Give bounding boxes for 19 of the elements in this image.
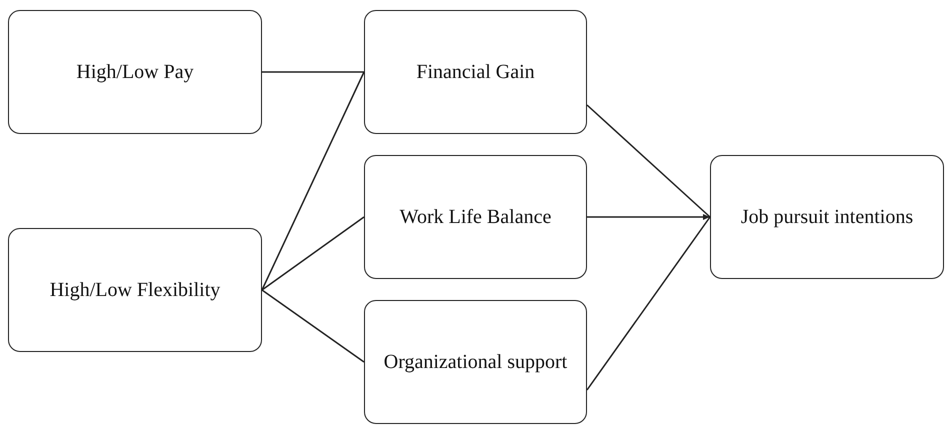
connector-line <box>261 72 365 290</box>
connector-line <box>262 216 364 291</box>
process-box <box>364 300 587 424</box>
process-box <box>364 155 587 279</box>
box-label: High/Low Flexibility <box>50 278 220 303</box>
connector-line <box>586 104 710 218</box>
box-label: Organizational support <box>384 350 568 375</box>
connector-line <box>262 71 364 73</box>
box-label: Work Life Balance <box>400 205 552 230</box>
process-box <box>364 10 587 134</box>
arrow <box>587 214 710 220</box>
box-label: High/Low Pay <box>76 60 194 85</box>
connector-line <box>586 216 711 390</box>
connector-line <box>262 289 364 363</box>
process-box <box>8 228 262 352</box>
box-label: Job pursuit intentions <box>740 205 914 230</box>
process-box <box>710 155 944 279</box>
process-box <box>8 10 262 134</box>
box-label: Financial Gain <box>416 60 535 85</box>
